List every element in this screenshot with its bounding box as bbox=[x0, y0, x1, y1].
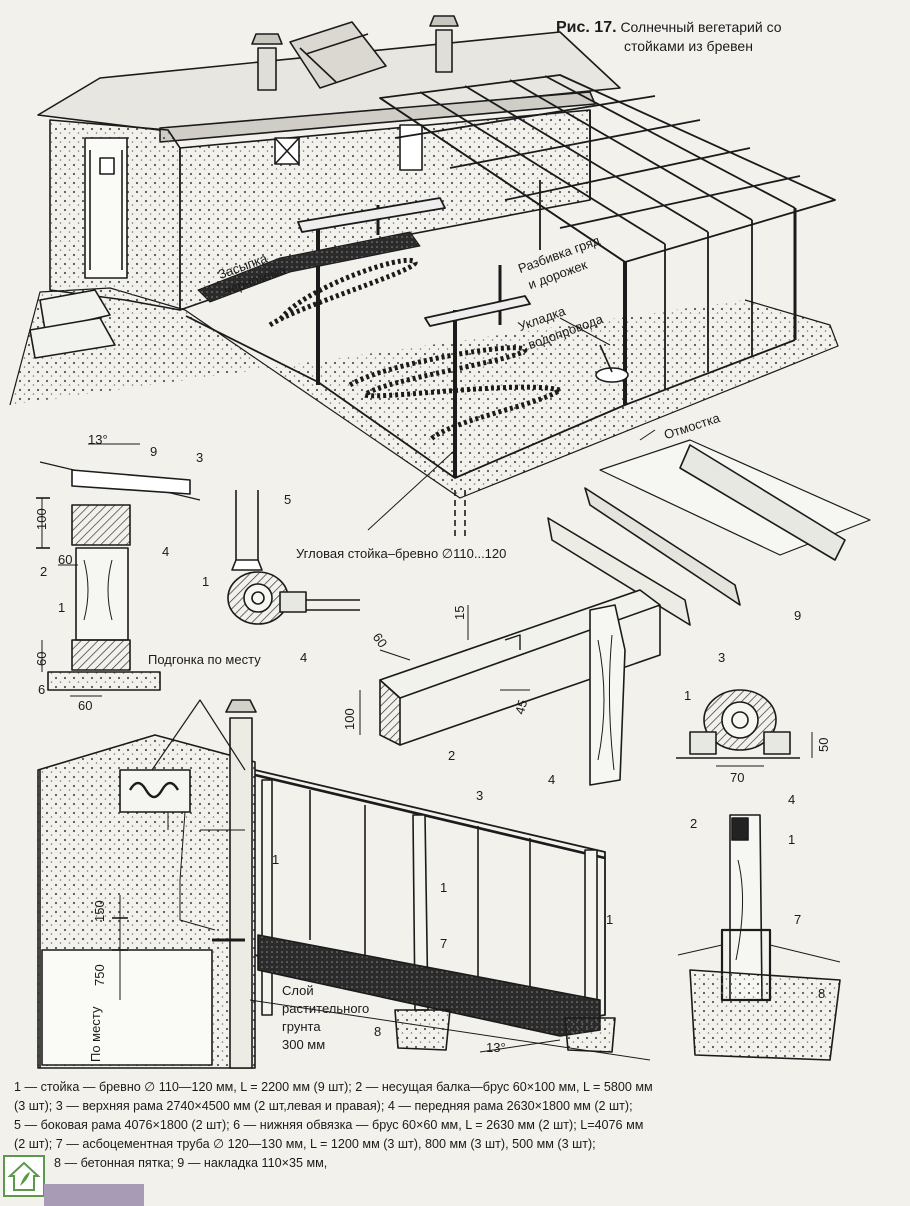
label-soil-4: 300 мм bbox=[282, 1037, 326, 1052]
site-logo-icon bbox=[3, 1155, 45, 1197]
dim-60a: 60 bbox=[58, 552, 73, 567]
dim-15: 15 bbox=[452, 605, 467, 620]
callout-9b: 9 bbox=[794, 608, 802, 623]
figure-title-line1: Солнечный вегетарий со bbox=[620, 19, 782, 35]
callout-8b: 8 bbox=[818, 986, 826, 1001]
dim-70: 70 bbox=[730, 770, 745, 785]
legend-line-4: (2 шт); 7 — асбоцементная труба ∅ 120—13… bbox=[14, 1137, 596, 1151]
label-soil-layer: Слой растительного грунта 300 мм bbox=[282, 982, 369, 1054]
callout-1g: 1 bbox=[788, 832, 796, 847]
greenhouse-frame bbox=[185, 74, 836, 479]
callout-7a: 7 bbox=[440, 936, 448, 951]
legend: 1 — стойка — бревно ∅ 110—120 мм, L = 22… bbox=[14, 1078, 894, 1173]
detail-log-end bbox=[676, 689, 813, 767]
label-podgonka: Подгонка по месту bbox=[148, 652, 261, 667]
detail-joint-side bbox=[36, 443, 201, 697]
callout-3c: 3 bbox=[476, 788, 484, 803]
detail-beams bbox=[359, 439, 871, 786]
callout-9a: 9 bbox=[150, 444, 158, 459]
dim-60c: 60 bbox=[78, 698, 93, 713]
callout-8a: 8 bbox=[374, 1024, 382, 1039]
callout-2a: 2 bbox=[40, 564, 48, 579]
callout-7b: 7 bbox=[794, 912, 802, 927]
callout-1c: 1 bbox=[684, 688, 692, 703]
callout-2c: 2 bbox=[690, 816, 698, 831]
dim-50: 50 bbox=[816, 737, 831, 752]
dim-60b: 60 bbox=[34, 651, 49, 666]
legend-line-2: (3 шт); 3 — верхняя рама 2740×4500 мм (2… bbox=[14, 1099, 633, 1113]
dim-750: 750 bbox=[92, 964, 107, 986]
callout-1a: 1 bbox=[58, 600, 66, 615]
label-soil-1: Слой bbox=[282, 983, 314, 998]
figure-title: Рис. 17. Солнечный вегетарий со стойками… bbox=[556, 18, 896, 56]
callout-4b: 4 bbox=[300, 650, 308, 665]
callout-1d: 1 bbox=[272, 852, 280, 867]
label-soil-3: грунта bbox=[282, 1019, 321, 1034]
legend-line-3: 5 — боковая рама 4076×1800 (2 шт); 6 — н… bbox=[14, 1118, 644, 1132]
callout-2b: 2 bbox=[448, 748, 456, 763]
dim-100: 100 bbox=[34, 508, 49, 530]
callout-5: 5 bbox=[284, 492, 292, 507]
callout-4c: 4 bbox=[548, 772, 556, 787]
callout-4d: 4 bbox=[788, 792, 796, 807]
figure-number: Рис. 17. bbox=[556, 19, 617, 36]
callout-3b: 3 bbox=[718, 650, 726, 665]
figure-title-line2: стойками из бревен bbox=[624, 38, 753, 54]
callout-3a: 3 bbox=[196, 450, 204, 465]
dim-angle-top: 13° bbox=[88, 432, 108, 447]
callout-6: 6 bbox=[38, 682, 46, 697]
label-corner-post: Угловая стойка–бревно ∅110...120 bbox=[296, 546, 507, 561]
legend-line-5: 8 — бетонная пятка; 9 — накладка 110×35 … bbox=[54, 1156, 328, 1170]
label-po-mestu: По месту bbox=[88, 1006, 103, 1062]
dim-100b: 100 bbox=[342, 708, 357, 730]
detail-post-pipe bbox=[677, 814, 841, 1061]
section-view bbox=[37, 699, 651, 1069]
legend-line-1: 1 — стойка — бревно ∅ 110—120 мм, L = 22… bbox=[14, 1080, 653, 1094]
dim-angle-bottom: 13° bbox=[486, 1040, 506, 1055]
callout-1f: 1 bbox=[606, 912, 614, 927]
detail-post-top bbox=[227, 490, 360, 625]
label-soil-2: растительного bbox=[282, 1001, 370, 1016]
corner-bar bbox=[44, 1184, 144, 1206]
dim-150: 150 bbox=[92, 900, 107, 922]
callout-1b: 1 bbox=[202, 574, 210, 589]
callout-1e: 1 bbox=[440, 880, 448, 895]
callout-4a: 4 bbox=[162, 544, 170, 559]
